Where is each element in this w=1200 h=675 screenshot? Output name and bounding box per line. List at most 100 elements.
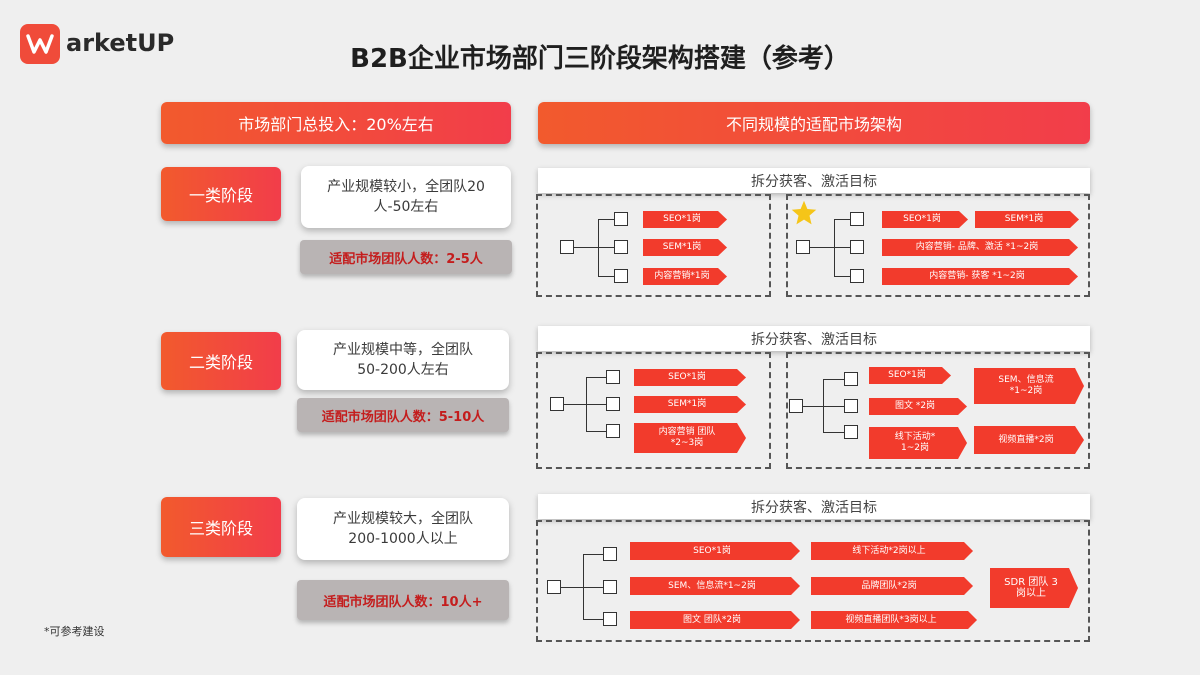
role-tag: SEO*1岗 [643,211,727,228]
stage-1-desc-line2: 人-50左右 [373,199,439,215]
tree-child-node [850,240,864,254]
row-2-goal-bar: 拆分获客、激活目标 [538,326,1090,351]
role-tag: 内容营销- 品牌、激活 *1~2岗 [882,239,1078,256]
stage-2-team-size: 适配市场团队人数：5-10人 [297,398,509,432]
tree-connector [583,619,603,620]
stage-3-label: 三类阶段 [161,497,281,557]
role-tag: SEO*1岗 [882,211,968,228]
stage-1-desc-line1: 产业规模较小，全团队20 [327,179,485,195]
row-1-goal-bar: 拆分获客、激活目标 [538,168,1090,193]
footnote: *可参考建设 [44,625,105,638]
stage-3-team-size: 适配市场团队人数：10人+ [297,580,509,620]
tree-connector [583,587,603,588]
role-tag: SEM*1岗 [975,211,1079,228]
role-tag: SEM*1岗 [634,396,746,413]
star-icon [791,200,817,225]
tree-connector [586,377,606,378]
logo-text: arketUP [66,29,175,57]
stage-3-desc-line2: 200-1000人以上 [348,531,458,547]
tree-root-node [789,399,803,413]
tree-connector [586,404,606,405]
role-tag: 线下活动*2岗以上 [811,542,973,560]
role-tag: SEM*1岗 [643,239,727,256]
tree-connector [564,404,586,405]
row-3-box [536,520,1090,642]
row-2-left-box [536,352,771,469]
tree-child-node [850,269,864,283]
tree-root-node [550,397,564,411]
tree-connector [598,247,614,248]
role-tag-line: 1~2岗 [900,443,929,453]
stage-1-description: 产业规模较小，全团队20 人-50左右 [301,166,511,228]
tree-root-node [547,580,561,594]
tree-child-node [614,212,628,226]
role-tag-line: *2~3岗 [670,438,704,448]
row-2-right-box [786,352,1090,469]
role-tag: 图文 团队*2岗 [630,611,800,629]
tree-child-node [844,425,858,439]
tree-connector [583,554,603,555]
tree-connector [598,276,614,277]
tree-connector [823,406,844,407]
tree-child-node [606,370,620,384]
role-tag-line: SEM、信息流 [998,375,1054,385]
header-structure: 不同规模的适配市场架构 [538,102,1090,144]
role-tag: SEM、信息流*1~2岗 [974,368,1084,404]
tree-connector [834,247,850,248]
tree-connector [561,587,583,588]
tree-child-node [844,372,858,386]
tree-connector [834,219,850,220]
role-tag: 内容营销*1岗 [643,268,727,285]
role-tag-line: 线下活动* [894,432,936,442]
role-tag: 视频直播团队*3岗以上 [811,611,977,629]
stage-1-label: 一类阶段 [161,167,281,221]
tree-connector [574,247,598,248]
role-tag: 内容营销 团队*2~3岗 [634,423,746,453]
role-tag: 线下活动*1~2岗 [869,427,967,459]
tree-child-node [603,612,617,626]
tree-child-node [844,399,858,413]
role-tag-line: 岗以上 [1016,588,1046,599]
tree-connector [834,276,850,277]
role-tag: SEO*1岗 [634,369,746,386]
role-tag-line: 内容营销 团队 [658,427,716,437]
stage-2-description: 产业规模中等，全团队 50-200人左右 [297,330,509,390]
tree-root-node [560,240,574,254]
row-1-right-box [786,194,1090,297]
stage-3-desc-line1: 产业规模较大，全团队 [333,511,473,527]
tree-child-node [606,424,620,438]
stage-2-desc-line1: 产业规模中等，全团队 [333,342,473,358]
header-total-investment: 市场部门总投入：20%左右 [161,102,511,144]
role-tag: SEO*1岗 [869,367,951,384]
tree-child-node [603,580,617,594]
tree-child-node [614,269,628,283]
tree-connector [803,406,823,407]
row-1-left-box [536,194,771,297]
tree-child-node [850,212,864,226]
page-title: B2B企业市场部门三阶段架构搭建（参考） [350,44,850,74]
role-tag: SEM、信息流*1~2岗 [630,577,800,595]
marketup-logo-icon [20,24,60,64]
stage-2-label: 二类阶段 [161,332,281,390]
tree-connector [583,554,584,619]
role-tag-line: SDR 团队 3 [1004,577,1058,588]
tree-connector [823,379,824,432]
tree-child-node [614,240,628,254]
stage-2-desc-line2: 50-200人左右 [357,362,449,378]
tree-connector [823,379,844,380]
tree-connector [810,247,834,248]
role-tag: 品牌团队*2岗 [811,577,973,595]
tree-connector [586,431,606,432]
role-tag: SEO*1岗 [630,542,800,560]
tree-connector [823,432,844,433]
role-tag: 内容营销- 获客 *1~2岗 [882,268,1078,285]
role-tag: 视频直播*2岗 [974,426,1084,454]
row-3-goal-bar: 拆分获客、激活目标 [538,494,1090,519]
tree-root-node [796,240,810,254]
tree-connector [598,219,614,220]
role-tag: 图文 *2岗 [869,398,967,415]
stage-3-description: 产业规模较大，全团队 200-1000人以上 [297,498,509,560]
stage-1-team-size: 适配市场团队人数：2-5人 [300,240,512,274]
tree-child-node [606,397,620,411]
